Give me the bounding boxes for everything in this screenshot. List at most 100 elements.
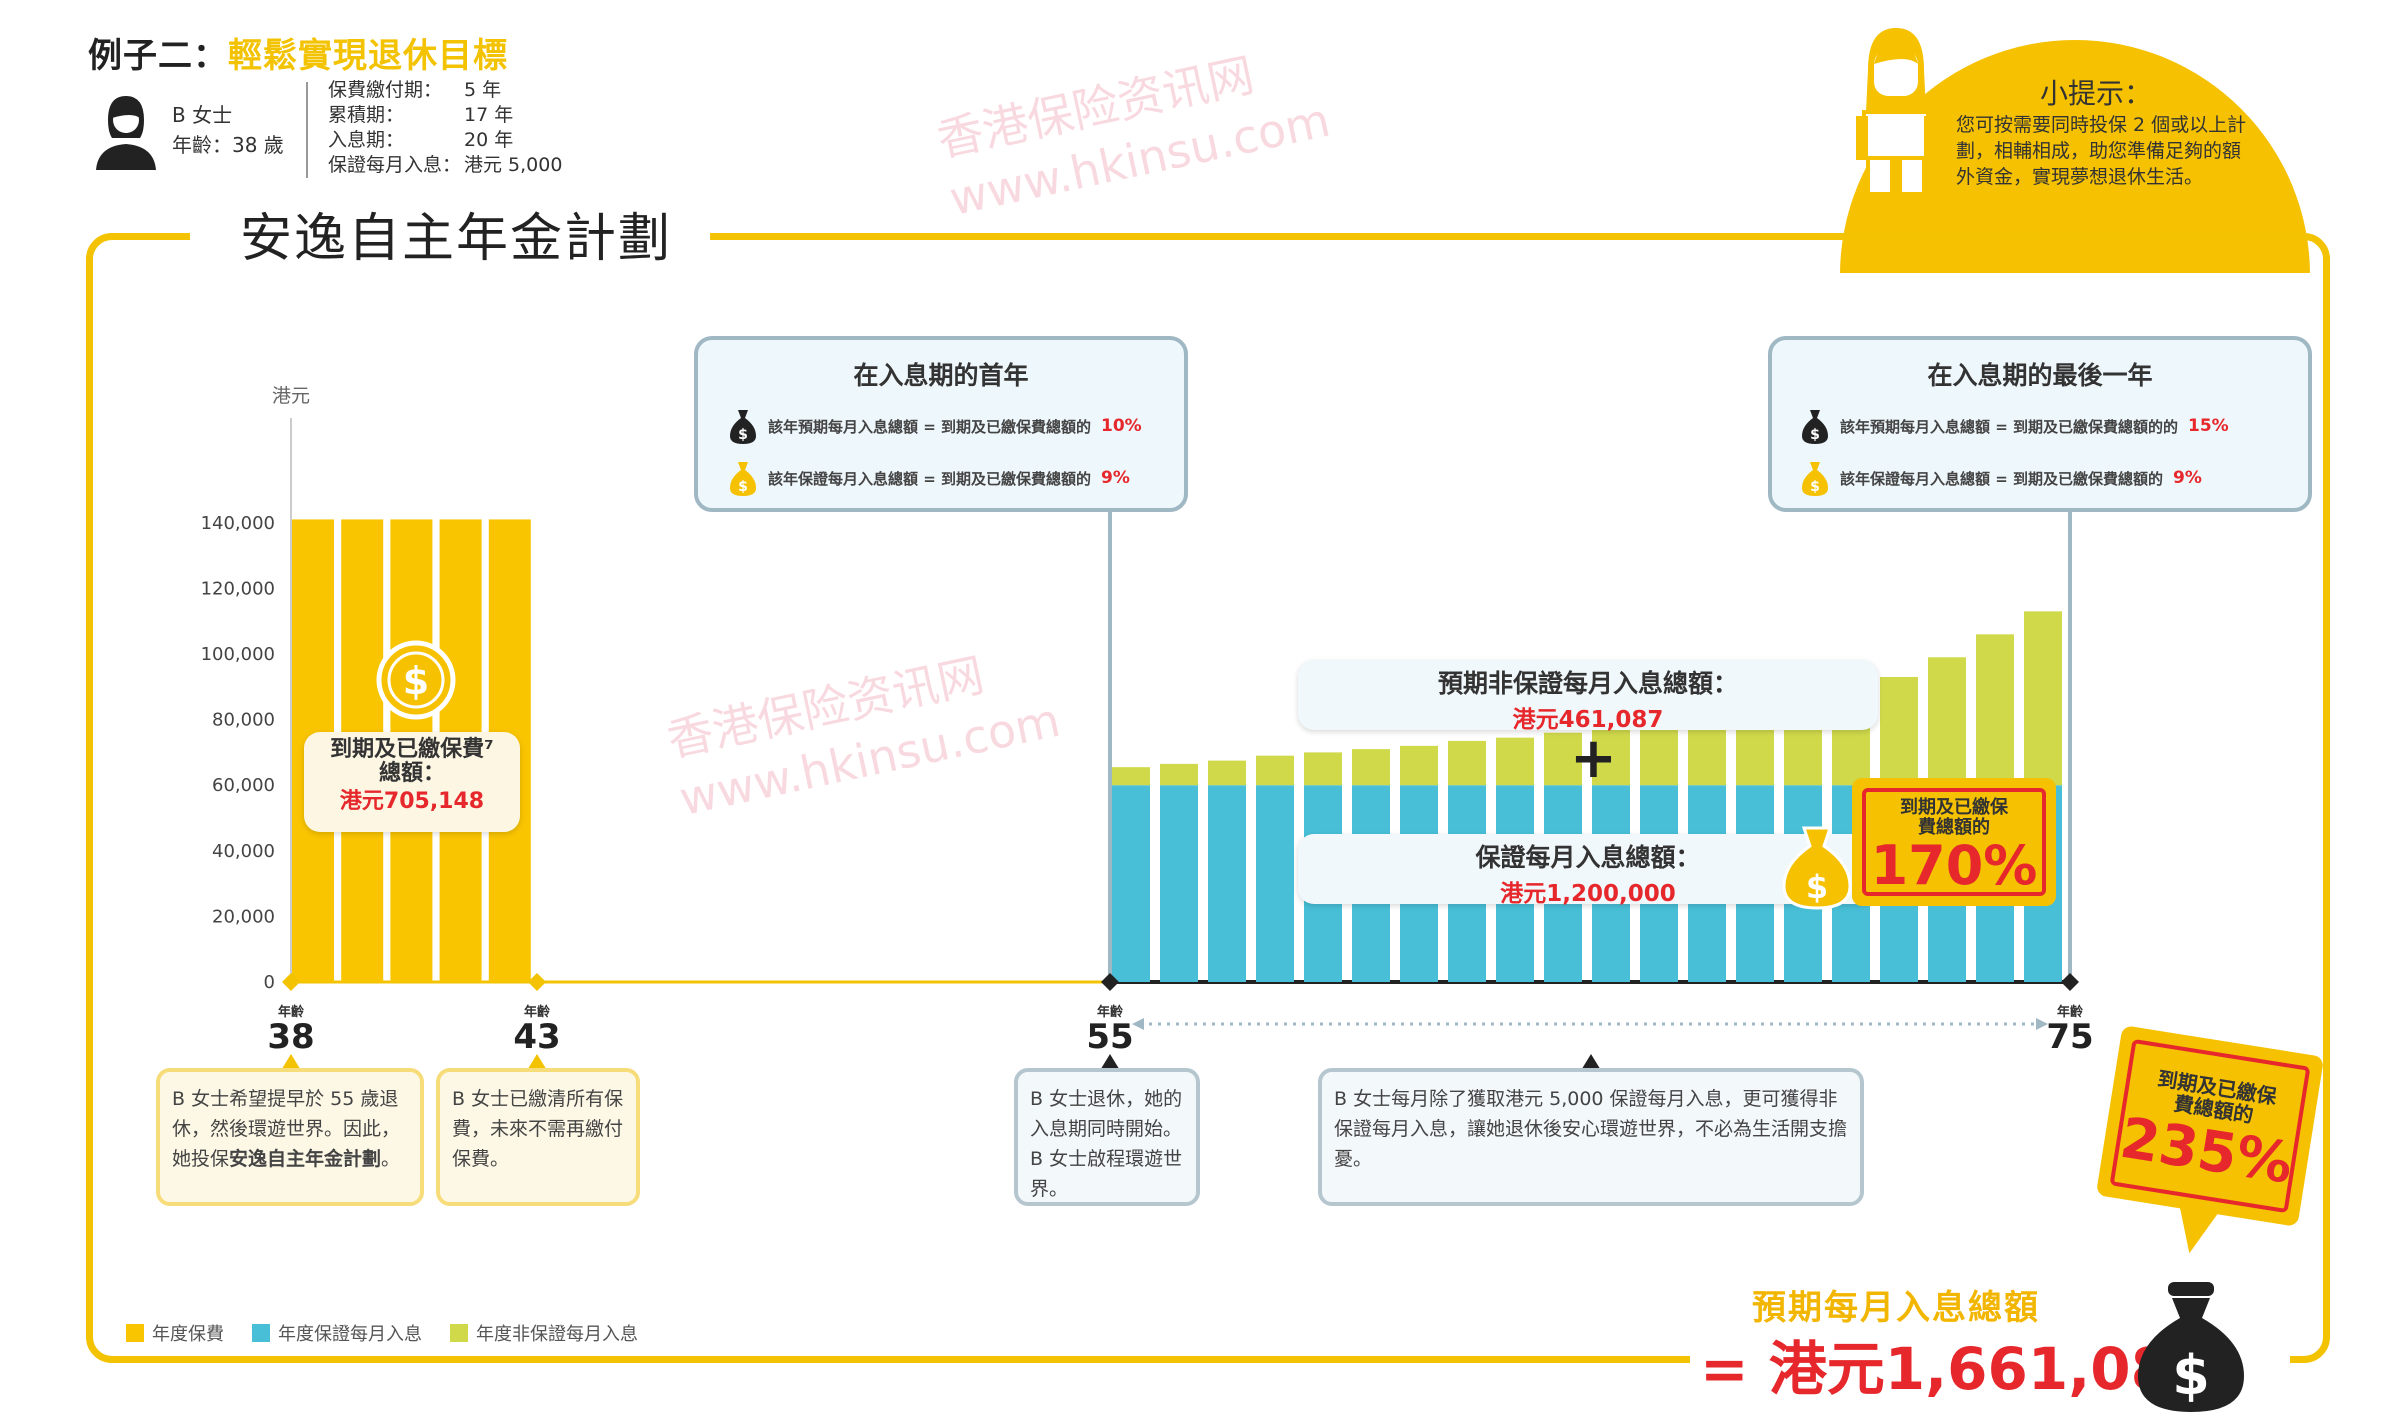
age-caption: 年齡 [2057,1004,2083,1020]
plan-info-row: 保費繳付期：5 年 [328,79,502,101]
nonguaranteed-income-bar [1352,749,1390,786]
total-income-label: 預期每月入息總額 [1752,1288,2040,1328]
legend-swatch [450,1324,468,1342]
age-label: 55 [1086,1017,1133,1057]
example-key: 例子二： [88,36,228,76]
note-pointer [1099,1054,1121,1072]
age-label: 43 [513,1017,560,1057]
age-marker-diamond [2061,973,2079,991]
note-age-38: B 女士希望提早於 55 歲退休，然後環遊世界。因此，她投保安逸自主年金計劃。 [156,1068,424,1206]
chart-legend: 年度保費 年度保證每月入息 年度非保證每月入息 [126,1320,658,1346]
note-pointer [526,1054,548,1072]
age-caption: 年齡 [524,1004,550,1020]
y-tick-label: 40,000 [212,841,275,862]
nonguaranteed-total-label: 預期非保證每月入息總額： 港元461,087 [1298,660,1878,733]
legend-swatch [126,1324,144,1342]
y-tick-label: 20,000 [212,906,275,927]
nonguaranteed-income-bar [1448,740,1486,786]
money-bag-icon: $ [730,410,756,444]
legend-swatch [252,1324,270,1342]
person-name: B 女士 [172,103,233,127]
money-bag-icon: $ [730,462,756,496]
arrow-head-right [2036,1018,2048,1030]
svg-text:$: $ [738,479,748,495]
y-axis-label: 港元 [272,385,310,407]
money-bag-icon: $ [1802,462,1828,496]
percent-235-badge: 到期及已繳保費總額的 235% [2095,1025,2325,1227]
nonguaranteed-income-bar [1688,719,1726,786]
age-marker-diamond [282,973,300,991]
example-title: 例子二：輕鬆實現退休目標 [88,28,508,77]
note-income-period: B 女士每月除了獲取港元 5,000 保證每月入息，更可獲得非保證每月入息，讓她… [1318,1068,1864,1206]
age-caption: 年齡 [278,1004,304,1020]
y-tick-label: 100,000 [201,644,275,665]
guaranteed-income-bar [1208,785,1246,982]
nonguaranteed-income-bar [1640,724,1678,786]
nonguaranteed-income-bar [2024,611,2062,786]
plus-icon: + [1570,726,1617,791]
premium-total-label: 到期及已繳保費⁷ 總額： 港元705,148 [304,732,520,832]
person-info: B 女士 年齡：38 歲 [172,100,284,160]
lady-icon [1856,28,1936,196]
plan-frame [86,233,2330,1363]
legend-item: 年度保證每月入息 [252,1320,422,1346]
tip-text: 您可按需要同時投保 2 個或以上計劃，相輔相成，助您準備足夠的額外資金，實現夢想… [1956,114,2247,188]
nonguaranteed-income-bar [1160,763,1198,786]
guaranteed-income-bar [1160,785,1198,982]
coin-icon: $ [376,640,456,720]
y-tick-label: 140,000 [201,513,275,534]
money-bag-icon: $ [1782,826,1852,910]
nonguaranteed-income-bar [1592,729,1630,786]
plan-info-table: 保費繳付期：5 年 累積期：17 年 入息期：20 年 保證每月入息：港元 5,… [328,78,562,178]
note-age-55: B 女士退休，她的入息期同時開始。B 女士啟程環遊世界。 [1014,1068,1200,1206]
nonguaranteed-income-bar [1496,737,1534,786]
y-tick-label: 0 [264,972,275,993]
money-bag-icon: $ [1802,410,1828,444]
nonguaranteed-income-bar [1256,755,1294,786]
plan-title: 安逸自主年金計劃 [240,209,673,269]
y-tick-label: 80,000 [212,710,275,731]
nonguaranteed-income-bar [1928,657,1966,786]
svg-text:$: $ [738,427,748,443]
note-pointer [1580,1054,1602,1072]
plan-title-mask [190,195,710,265]
nonguaranteed-income-bar [1304,752,1342,786]
age-label: 38 [267,1017,314,1057]
svg-text:$: $ [1810,427,1820,443]
y-tick-label: 60,000 [212,775,275,796]
nonguaranteed-income-bar [1976,634,2014,786]
person-icon [96,96,156,170]
svg-text:$: $ [1810,479,1820,495]
svg-text:$: $ [403,659,429,703]
legend-item: 年度非保證每月入息 [450,1320,638,1346]
svg-text:$: $ [2172,1344,2210,1407]
guaranteed-total-label: 保證每月入息總額： 港元1,200,000 [1298,834,1878,907]
note-pointer [280,1054,302,1072]
example-heading: 輕鬆實現退休目標 [228,36,508,76]
legend-item: 年度保費 [126,1320,224,1346]
guaranteed-income-bar [1256,785,1294,982]
plan-info-row: 入息期：20 年 [328,129,514,151]
age-caption: 年齡 [1097,1004,1123,1020]
info-divider [306,82,308,178]
age-marker-diamond [528,973,546,991]
plan-info-row: 累積期：17 年 [328,104,514,126]
nonguaranteed-income-bar [1544,732,1582,786]
percent-170-badge: 到期及已繳保費總額的 170% [1852,778,2056,906]
nonguaranteed-income-bar [1208,760,1246,786]
note-age-43: B 女士已繳清所有保費，未來不需再繳付保費。 [436,1068,640,1206]
guaranteed-income-bar [1112,785,1150,982]
nonguaranteed-income-bar [1880,676,1918,786]
money-bag-large-icon: $ [2138,1282,2244,1412]
arrow-head-left [1132,1018,1144,1030]
age-label: 75 [2046,1017,2093,1057]
person-age: 年齡：38 歲 [172,133,284,157]
nonguaranteed-income-bar [1112,767,1150,786]
y-tick-label: 120,000 [201,578,275,599]
total-income-value: = 港元1,661,087 [1700,1335,2212,1403]
age-marker-diamond [1101,973,1119,991]
svg-text:$: $ [1806,868,1828,906]
